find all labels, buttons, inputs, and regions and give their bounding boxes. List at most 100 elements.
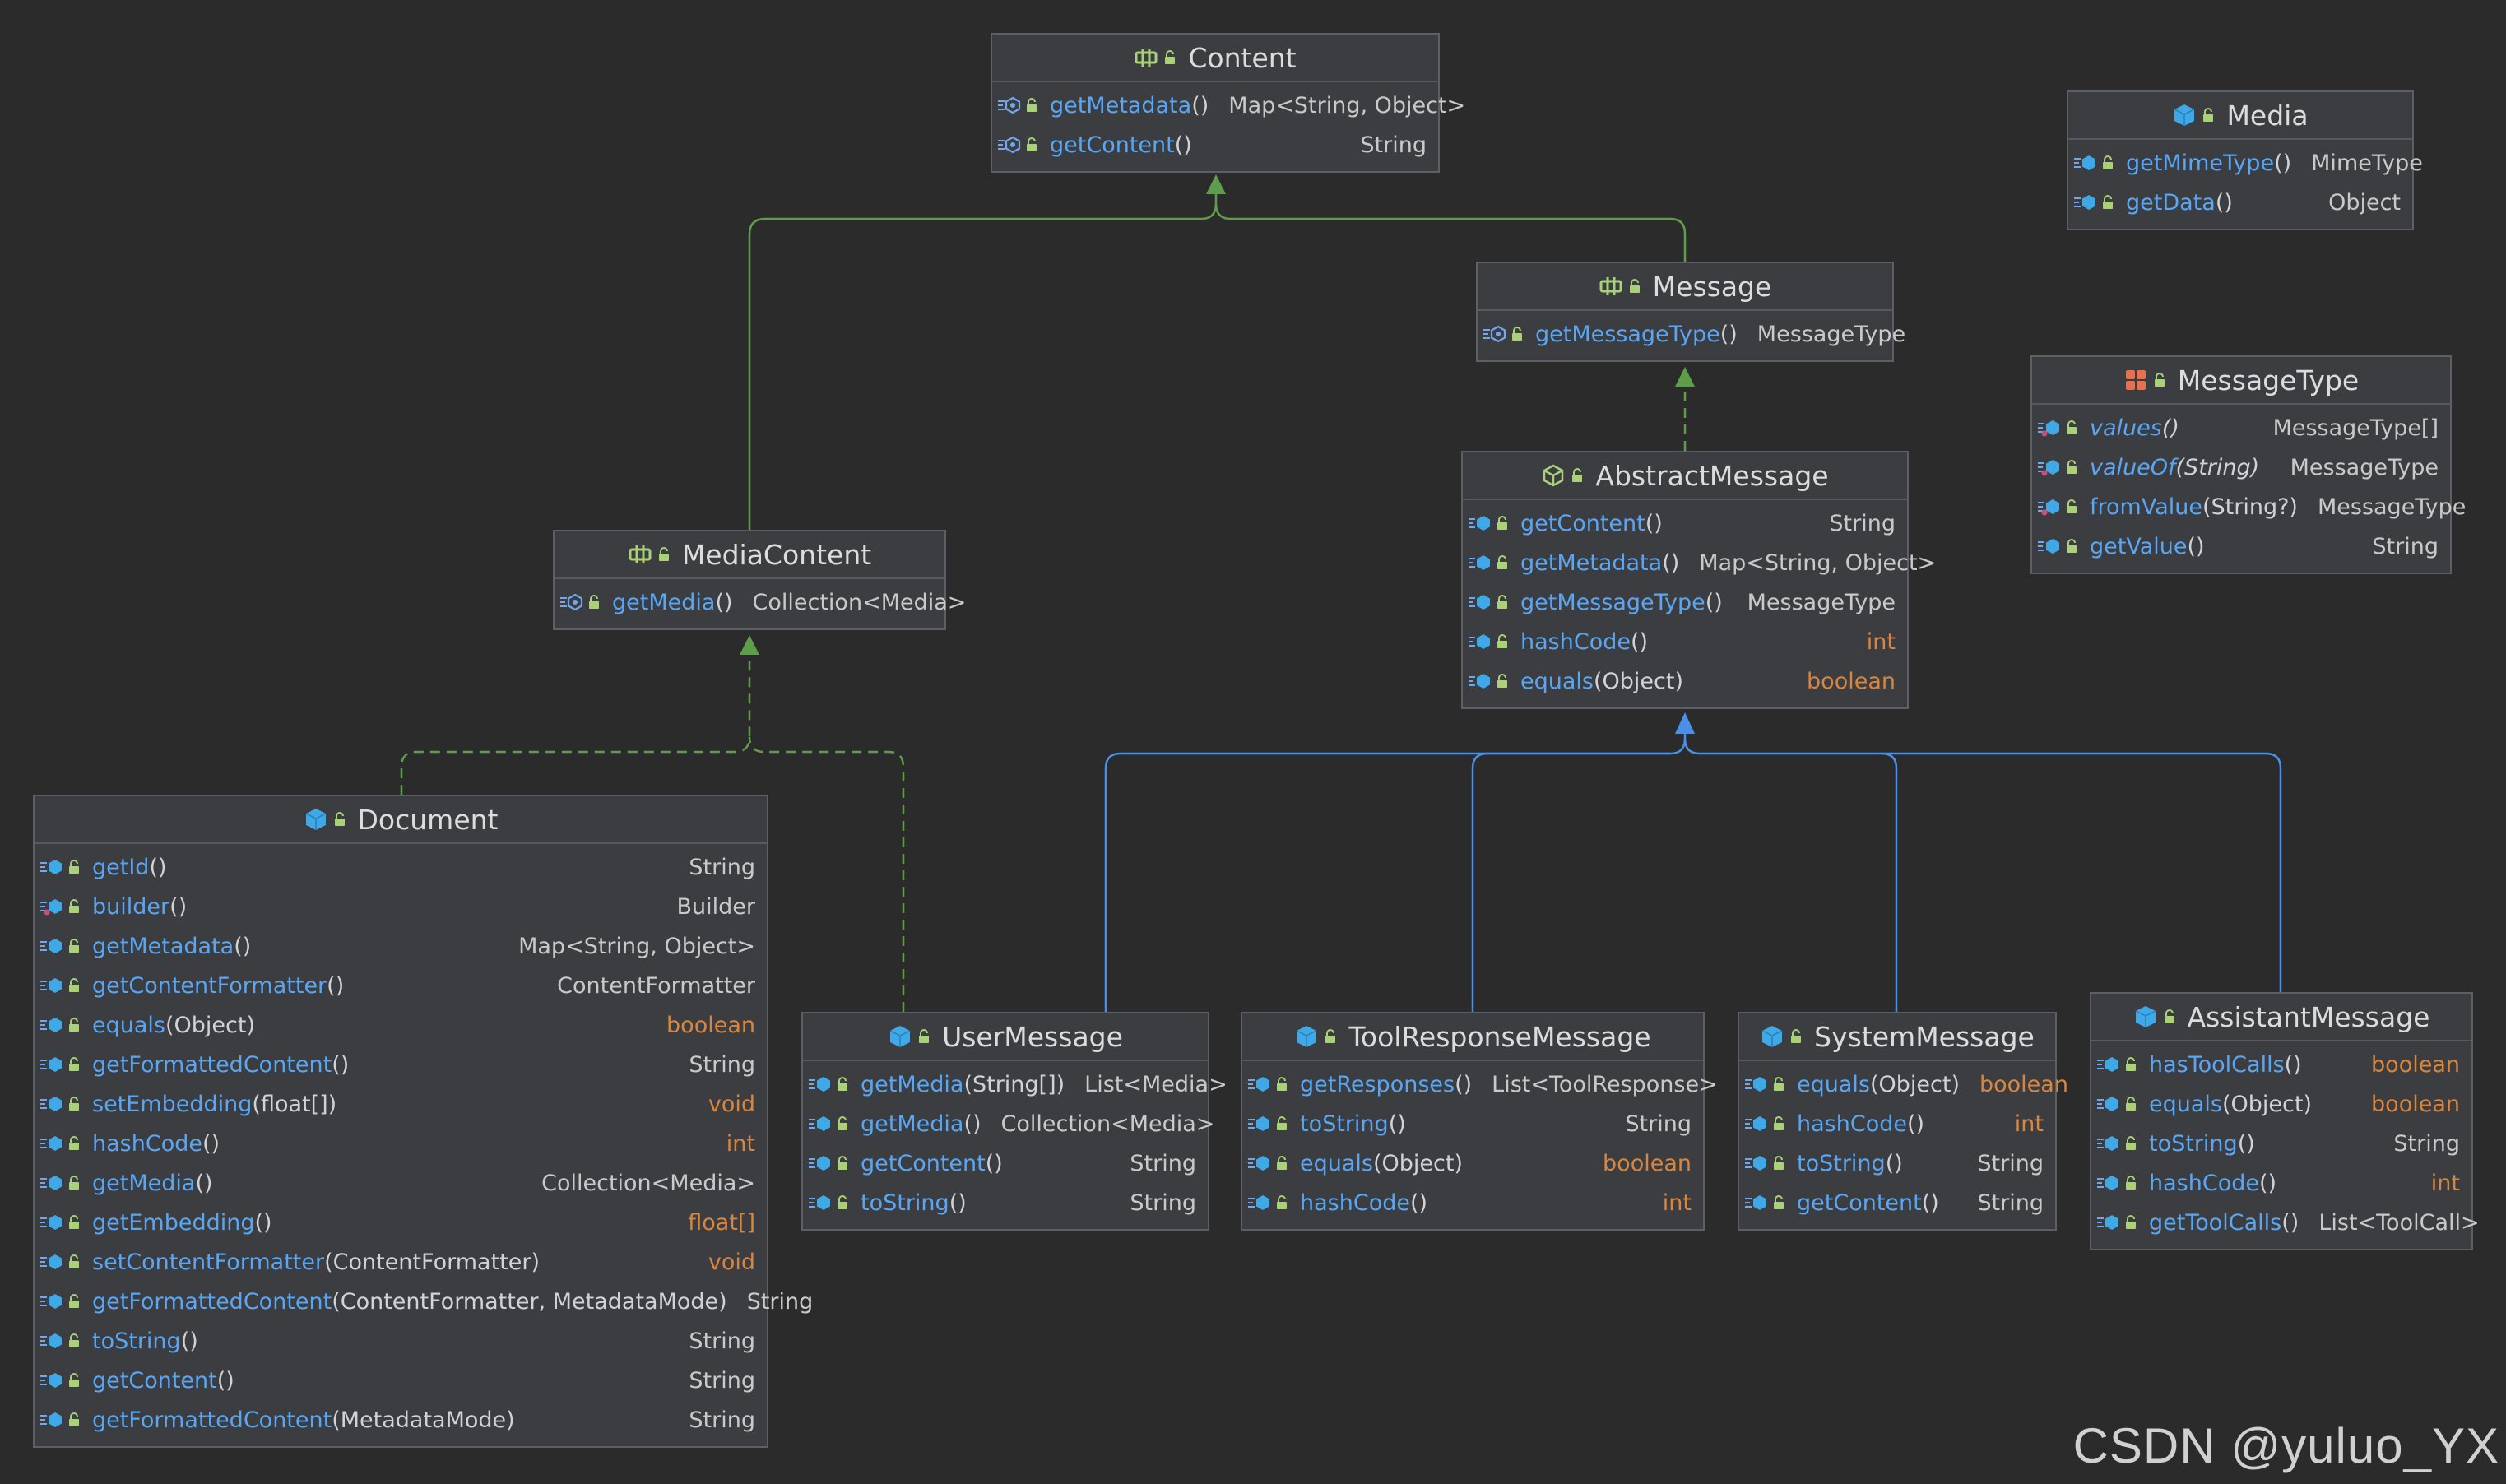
method-row[interactable]: getValue()String: [2032, 526, 2450, 566]
method-row[interactable]: toString()String: [1242, 1104, 1703, 1143]
class-kind-icons: [304, 807, 346, 832]
class-header[interactable]: AssistantMessage: [2091, 994, 2471, 1041]
method-row[interactable]: toString()String: [2091, 1124, 2471, 1163]
method-row[interactable]: getFormattedContent(MetadataMode)String: [35, 1400, 767, 1440]
method-row[interactable]: valueOf(String)MessageType: [2032, 448, 2450, 487]
method-row[interactable]: setEmbedding(float[])void: [35, 1084, 767, 1124]
method-row[interactable]: getMessageType()MessageType: [1463, 582, 1907, 622]
lock-open-icon: [334, 812, 345, 826]
method-icon: [40, 939, 62, 953]
method-row[interactable]: hashCode()int: [35, 1124, 767, 1163]
method-row[interactable]: values()MessageType[]: [2032, 408, 2450, 448]
method-row[interactable]: hashCode()int: [1463, 622, 1907, 661]
method-icons: [1744, 1114, 1797, 1134]
method-row[interactable]: getContentFormatter()ContentFormatter: [35, 966, 767, 1005]
method-row[interactable]: hashCode()int: [2091, 1163, 2471, 1203]
class-header[interactable]: UserMessage: [803, 1013, 1208, 1061]
method-row[interactable]: getContent()String: [992, 125, 1438, 165]
class-header[interactable]: Document: [35, 796, 767, 844]
method-row[interactable]: getId()String: [35, 847, 767, 887]
class-header[interactable]: ToolResponseMessage: [1242, 1013, 1703, 1061]
lock-open-icon: [2154, 373, 2165, 387]
method-row[interactable]: getContent()String: [1739, 1183, 2055, 1222]
return-type: boolean: [1807, 668, 1896, 694]
method-row[interactable]: getMetadata()Map<String, Object>: [35, 926, 767, 966]
method-row[interactable]: getContent()String: [1463, 503, 1907, 543]
method-row[interactable]: getMetadata()Map<String, Object>: [1463, 543, 1936, 582]
lock-open-icon: [69, 1333, 79, 1347]
method-row[interactable]: builder()Builder: [35, 887, 767, 926]
method-row[interactable]: getContent()String: [803, 1143, 1208, 1183]
class-header[interactable]: MediaContent: [555, 531, 944, 579]
method-row[interactable]: hashCode()int: [1739, 1104, 2055, 1143]
method-icons: [1744, 1193, 1797, 1213]
method-row[interactable]: equals(Object)boolean: [1242, 1143, 1703, 1183]
method-row[interactable]: getToolCalls()List<ToolCall>: [2091, 1203, 2480, 1242]
method-name: getContentFormatter: [92, 972, 327, 999]
class-header[interactable]: AbstractMessage: [1463, 452, 1907, 500]
method-row[interactable]: getMessageType()MessageType: [1478, 314, 1905, 354]
edge-toolresponse-abstractmessage: [1471, 752, 1670, 1012]
lock-open-icon: [838, 1077, 847, 1091]
method-params: (): [1388, 1111, 1406, 1137]
method-icon: [1469, 516, 1490, 531]
abstract-method-icon: [998, 136, 1021, 154]
method-row[interactable]: hashCode()int: [1242, 1183, 1703, 1222]
method-row[interactable]: getContent()String: [35, 1361, 767, 1400]
method-name: getFormattedContent: [92, 1051, 332, 1078]
method-params: (Object): [1869, 1071, 1960, 1097]
lock-open-icon: [1497, 595, 1507, 609]
method-signature: setContentFormatter(ContentFormatter): [92, 1250, 540, 1275]
lock-open-icon: [1774, 1116, 1784, 1130]
lock-open-icon: [69, 860, 79, 874]
method-icon: [40, 1215, 62, 1230]
method-row[interactable]: equals(Object)boolean: [1463, 661, 1907, 701]
method-params: (): [234, 933, 252, 959]
method-icon: [40, 1097, 62, 1111]
method-row[interactable]: equals(Object)boolean: [2091, 1084, 2471, 1124]
method-row[interactable]: setContentFormatter(ContentFormatter)voi…: [35, 1242, 767, 1282]
class-name: MessageType: [2177, 364, 2360, 397]
method-row[interactable]: getMetadata()Map<String, Object>: [992, 86, 1465, 125]
method-row[interactable]: getResponses()List<ToolResponse>: [1242, 1064, 1718, 1104]
method-row[interactable]: fromValue(String?)MessageType: [2032, 487, 2466, 526]
class-header[interactable]: Content: [992, 35, 1438, 82]
method-row[interactable]: toString()String: [803, 1183, 1208, 1222]
method-row[interactable]: getMedia()Collection<Media>: [555, 582, 966, 622]
method-row[interactable]: getMedia()Collection<Media>: [35, 1163, 767, 1203]
method-signature: getContent(): [1050, 132, 1192, 158]
method-name: equals: [1300, 1150, 1373, 1176]
method-row[interactable]: getData()Object: [2068, 183, 2412, 222]
method-signature: getResponses(): [1300, 1072, 1472, 1097]
method-row[interactable]: equals(Object)boolean: [1739, 1064, 2068, 1104]
method-name: getMetadata: [1520, 550, 1663, 576]
method-row[interactable]: getFormattedContent(ContentFormatter, Me…: [35, 1282, 813, 1321]
class-header[interactable]: MessageType: [2032, 357, 2450, 405]
method-row[interactable]: getMimeType()MimeType: [2068, 143, 2423, 183]
class-box-message-type[interactable]: MessageType values()MessageType[]valueOf(…: [2030, 355, 2466, 574]
class-header[interactable]: Media: [2068, 92, 2412, 140]
class-header[interactable]: SystemMessage: [1739, 1013, 2055, 1061]
method-row[interactable]: getEmbedding()float[]: [35, 1203, 767, 1242]
method-name: getData: [2126, 189, 2216, 216]
method-row[interactable]: getFormattedContent()String: [35, 1045, 767, 1084]
method-params: (): [1630, 628, 1649, 655]
method-row[interactable]: getMedia(String[])List<Media>: [803, 1064, 1227, 1104]
method-row[interactable]: toString()String: [35, 1321, 767, 1361]
method-row[interactable]: toString()String: [1739, 1143, 2055, 1183]
method-name: fromValue: [2090, 494, 2202, 520]
class-header[interactable]: Message: [1478, 263, 1892, 311]
method-row[interactable]: equals(Object)boolean: [35, 1005, 767, 1045]
method-row[interactable]: getMedia()Collection<Media>: [803, 1104, 1214, 1143]
method-row[interactable]: hasToolCalls()boolean: [2091, 1045, 2471, 1084]
